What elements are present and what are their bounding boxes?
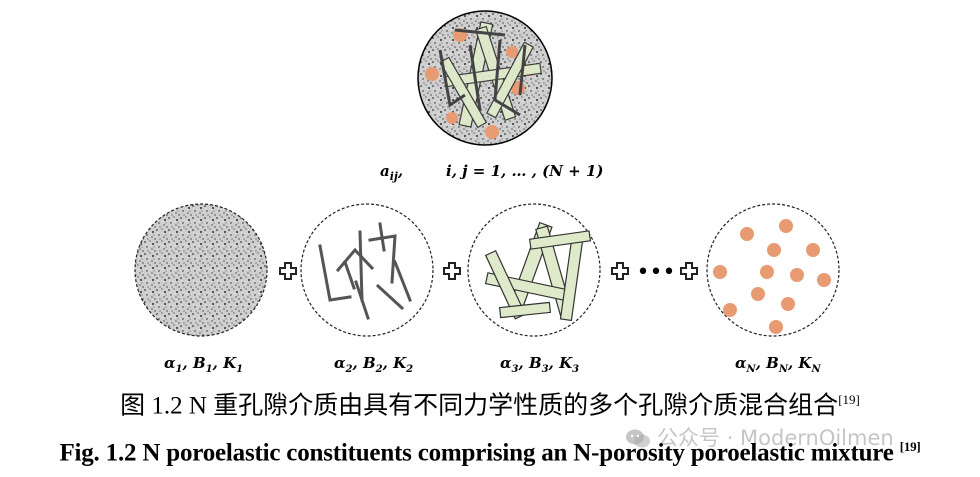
constituent-2-circle (300, 203, 434, 337)
caption-chinese-text: 图 1.2 N 重孔隙介质由具有不同力学性质的多个孔隙介质混合组合 (120, 392, 839, 420)
ellipsis-text: ••• (637, 260, 676, 285)
wechat-icon (626, 429, 650, 448)
constituent-3-circle (467, 203, 601, 337)
watermark: 公众号 · ModernOilmen (625, 422, 894, 452)
caption-chinese-ref: [19] (838, 392, 860, 407)
top-label: aij, i, j = 1, … , (N + 1) (380, 162, 604, 183)
caption-english-text: Fig. 1.2 N poroelastic constituents comp… (59, 439, 900, 467)
constituent-3-label: α3, B3, K3 (500, 354, 579, 375)
constituent-1-label: α1, B1, K1 (164, 354, 243, 375)
constituent-n-label: αN, BN, KN (735, 354, 821, 375)
caption-english-ref: [19] (899, 439, 921, 454)
constituent-n-circle (706, 203, 840, 337)
caption-english: Fig. 1.2 N poroelastic constituents comp… (0, 430, 980, 470)
figure-diagram: ••• aij, i, j = 1, … , (N + 1) α1, B1, K… (134, 10, 840, 375)
constituent-1-circle (134, 203, 268, 337)
caption-chinese: 图 1.2 N 重孔隙介质由具有不同力学性质的多个孔隙介质混合组合[19] (0, 384, 980, 422)
composite-circle (417, 10, 553, 146)
constituent-2-label: α2, B2, K2 (334, 354, 413, 375)
plus-icon (279, 262, 698, 280)
watermark-text: 公众号 · ModernOilmen (657, 426, 894, 450)
